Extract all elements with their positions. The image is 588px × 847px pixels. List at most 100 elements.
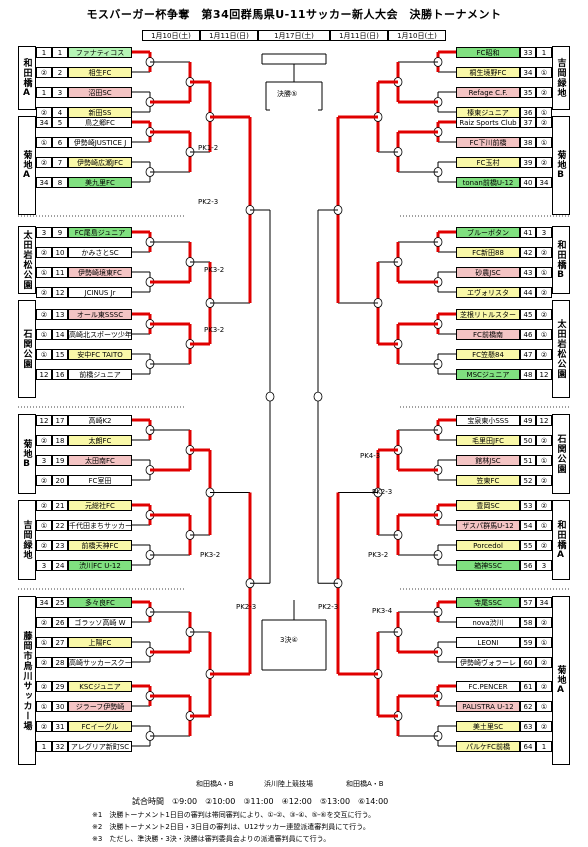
date-header: 1月10日(土) — [142, 30, 200, 41]
team-seed: 12 — [536, 415, 552, 426]
team-number: 19 — [52, 455, 68, 466]
team-seed: ① — [36, 637, 52, 648]
team-name: パルケFC前橋 — [456, 741, 520, 752]
team-name: 館林JSC — [456, 455, 520, 466]
team-seed: ② — [536, 500, 552, 511]
team-number: 8 — [52, 177, 68, 188]
team-name: 渋川FC U-12 — [68, 560, 132, 571]
team-name: tonan前橋U-12 — [456, 177, 520, 188]
team-name: 伊勢崎境東FC — [68, 267, 132, 278]
pk-score-label: PK3-2 — [204, 326, 225, 334]
team-seed: ② — [536, 681, 552, 692]
team-seed: 1 — [536, 47, 552, 58]
team-seed: ② — [536, 349, 552, 360]
date-header: 1月10日(土) — [388, 30, 446, 41]
team-name: オール東SSSC — [68, 309, 132, 320]
match-times: 試合時間 ①9:00 ②10:00 ③11:00 ④12:00 ⑤13:00 ⑥… — [132, 797, 389, 806]
team-number: 37 — [520, 117, 536, 128]
team-number: 32 — [52, 741, 68, 752]
team-name: ザスパ群馬U-12 — [456, 520, 520, 531]
team-number: 9 — [52, 227, 68, 238]
team-name: 元総社FC — [68, 500, 132, 511]
pk-score-label: PK2-3 — [236, 603, 257, 611]
team-seed: 1 — [36, 47, 52, 58]
team-seed: ① — [536, 267, 552, 278]
team-number: 40 — [520, 177, 536, 188]
pk-score-label: PK2-3 — [318, 603, 339, 611]
section-label: 和田橋A — [18, 46, 36, 110]
section-label: 石関公園 — [552, 414, 570, 494]
team-number: 24 — [52, 560, 68, 571]
team-name: KSCジュニア — [68, 681, 132, 692]
team-seed: ① — [536, 137, 552, 148]
team-name: FC室田 — [68, 475, 132, 486]
team-number: 29 — [52, 681, 68, 692]
team-number: 55 — [520, 540, 536, 551]
team-name: FC昭和 — [456, 47, 520, 58]
team-name: 伊勢崎ヴォラーレ — [456, 657, 520, 668]
team-number: 60 — [520, 657, 536, 668]
team-seed: ② — [536, 721, 552, 732]
section-label: 菊地A — [18, 116, 36, 215]
team-name: 相生FC — [68, 67, 132, 78]
team-seed: 12 — [36, 369, 52, 380]
team-number: 26 — [52, 617, 68, 628]
venue-label: 和田橋A・B — [196, 780, 234, 788]
section-label: 太田岩松公園 — [552, 300, 570, 398]
pk-score-label: PK2-3 — [198, 198, 219, 206]
date-header: 1月17日(土) — [258, 30, 330, 41]
team-seed: 34 — [536, 177, 552, 188]
date-header: 1月11日(日) — [330, 30, 388, 41]
team-name: 砂農JSC — [456, 267, 520, 278]
section-label: 太田岩松公園 — [18, 226, 36, 294]
team-number: 46 — [520, 329, 536, 340]
team-name: 美土里SC — [456, 721, 520, 732]
team-number: 63 — [520, 721, 536, 732]
pk-score-label: PK3-2 — [368, 551, 389, 559]
team-seed: ② — [536, 657, 552, 668]
team-seed: ① — [536, 520, 552, 531]
team-number: 16 — [52, 369, 68, 380]
team-seed: ② — [36, 309, 52, 320]
team-number: 51 — [520, 455, 536, 466]
team-seed: ② — [536, 435, 552, 446]
team-seed: ② — [536, 309, 552, 320]
team-name: Porcedol — [456, 540, 520, 551]
team-number: 14 — [52, 329, 68, 340]
team-number: 58 — [520, 617, 536, 628]
team-number: 45 — [520, 309, 536, 320]
team-name: 芝根リトルスター — [456, 309, 520, 320]
team-number: 47 — [520, 349, 536, 360]
team-name: FCイーグル — [68, 721, 132, 732]
pk-score-label: PK3-4 — [372, 607, 393, 615]
team-seed: ① — [36, 267, 52, 278]
pk-score-label: PK2-3 — [372, 488, 393, 496]
team-name: 前橋ジュニア — [68, 369, 132, 380]
team-number: 6 — [52, 137, 68, 148]
team-number: 15 — [52, 349, 68, 360]
team-name: nova渋川 — [456, 617, 520, 628]
team-seed: 34 — [36, 177, 52, 188]
team-seed: ② — [36, 157, 52, 168]
team-name: 鳥之郷FC — [68, 117, 132, 128]
pk-score-label: PK3-2 — [200, 551, 221, 559]
team-seed: ② — [536, 87, 552, 98]
team-seed: ② — [36, 657, 52, 668]
team-seed: ② — [36, 287, 52, 298]
team-number: 31 — [52, 721, 68, 732]
team-seed: 1 — [36, 741, 52, 752]
team-number: 17 — [52, 415, 68, 426]
team-number: 18 — [52, 435, 68, 446]
section-label: 和田橋B — [552, 226, 570, 294]
team-number: 28 — [52, 657, 68, 668]
team-number: 53 — [520, 500, 536, 511]
team-number: 35 — [520, 87, 536, 98]
team-number: 38 — [520, 137, 536, 148]
team-seed: 1 — [36, 87, 52, 98]
team-name: FC.PENCER — [456, 681, 520, 692]
team-name: 桐生境野FC — [456, 67, 520, 78]
team-seed: ② — [36, 435, 52, 446]
team-number: 5 — [52, 117, 68, 128]
team-seed: 3 — [36, 227, 52, 238]
